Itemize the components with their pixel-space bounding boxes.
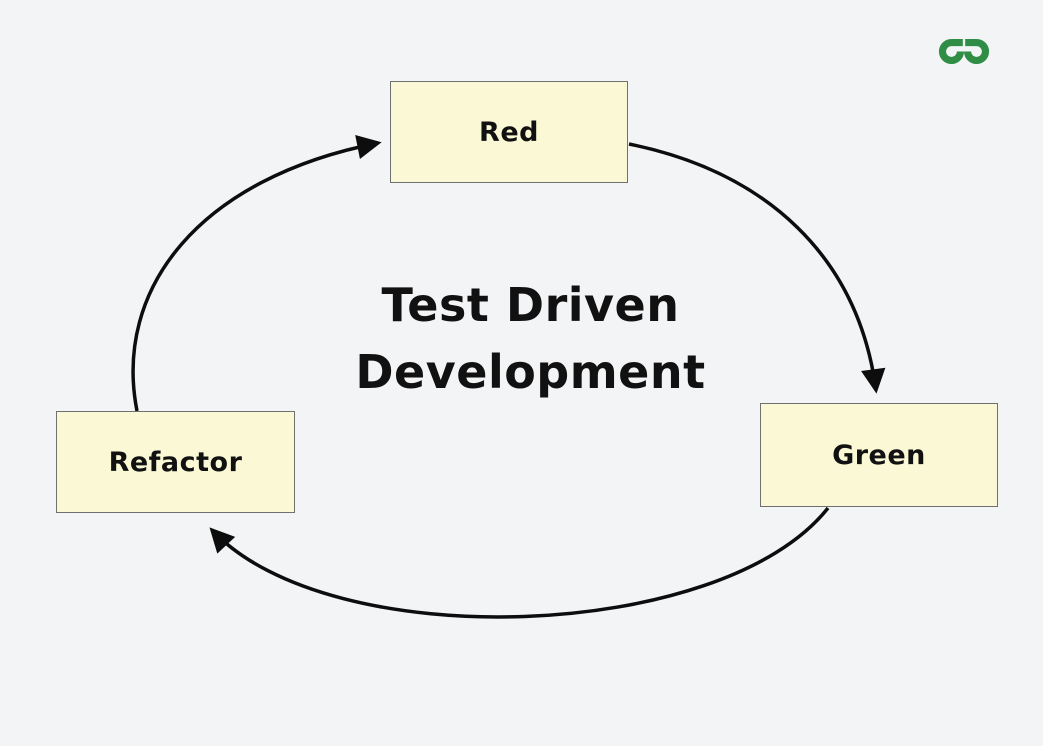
node-refactor-label: Refactor (108, 446, 243, 478)
node-red: Red (390, 81, 628, 183)
edge-green-to-refactor (209, 506, 830, 619)
logo-left-g (938, 38, 964, 64)
node-green-label: Green (832, 439, 926, 471)
node-refactor: Refactor (56, 411, 295, 513)
diagram-title-line1: Test Driven (381, 278, 680, 332)
node-green: Green (760, 403, 998, 507)
geeksforgeeks-logo-icon (938, 38, 990, 64)
logo-right-g (964, 38, 990, 64)
diagram-title: Test Driven Development (291, 272, 771, 406)
diagram-title-line2: Development (355, 345, 706, 399)
node-red-label: Red (479, 116, 539, 148)
edge-red-to-green (628, 142, 886, 394)
edge-refactor-to-red (131, 135, 382, 412)
